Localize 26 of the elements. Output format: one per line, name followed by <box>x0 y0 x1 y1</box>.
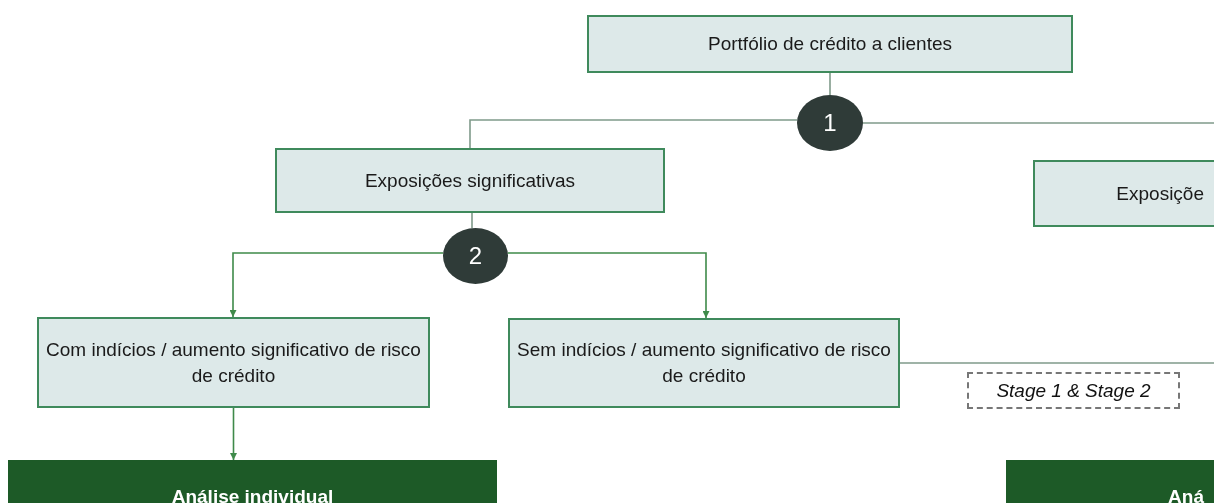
process-box <box>587 15 1073 73</box>
box-label: Stage 1 & Stage 2 <box>996 379 1151 402</box>
process-box <box>37 317 430 408</box>
arrow <box>229 252 444 318</box>
analysis-header <box>8 460 497 503</box>
box-label: Sem indícios / aumento significativo de risco de crédito <box>516 338 892 388</box>
stage-note-box <box>967 372 1180 409</box>
process-box <box>508 318 900 408</box>
box-label: Aná <box>1168 486 1204 503</box>
box-label: Portfólio de crédito a clientes <box>708 32 952 57</box>
box-label: Análise individual <box>171 486 334 503</box>
connector-line <box>471 212 473 229</box>
box-label: Com indícios / aumento significativo de risco de crédito <box>45 337 422 388</box>
box-label: Exposições significativas <box>364 168 576 193</box>
connector-line <box>862 122 1214 124</box>
arrow <box>507 252 710 319</box>
step-number: 1 <box>823 109 837 137</box>
connector-line <box>469 119 798 149</box>
process-box <box>275 148 665 213</box>
process-box <box>1033 160 1214 227</box>
analysis-header <box>1006 460 1214 503</box>
box-label: Exposiçõe <box>1116 181 1204 206</box>
connector-line <box>829 72 831 96</box>
connector-line <box>899 362 1214 364</box>
step-number: 2 <box>468 242 483 270</box>
arrow <box>230 407 237 461</box>
